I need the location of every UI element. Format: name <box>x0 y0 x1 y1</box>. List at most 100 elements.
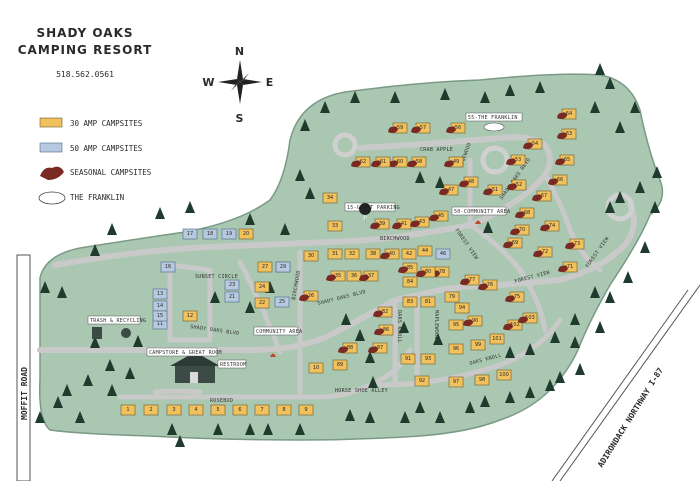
campsite-82[interactable]: 82 <box>373 306 393 318</box>
campsite-101[interactable]: 101 <box>489 333 505 345</box>
campsite-43[interactable]: 43 <box>410 216 430 228</box>
campsite-40[interactable]: 40 <box>380 248 400 260</box>
campsite-97[interactable]: 97 <box>448 376 464 388</box>
campsite-44[interactable]: 44 <box>417 245 433 257</box>
campsite-85[interactable]: 85 <box>398 262 418 274</box>
campsite-52[interactable]: 52 <box>507 179 527 191</box>
campsite-81[interactable]: 81 <box>420 296 436 308</box>
campsite-103[interactable]: 103 <box>518 312 538 324</box>
campsite-4[interactable]: 4 <box>188 404 204 416</box>
seasonal-leaf-icon <box>370 222 380 230</box>
campsite-54[interactable]: 54 <box>523 138 543 150</box>
campsite-46[interactable]: 46 <box>435 248 451 260</box>
campsite-21[interactable]: 21 <box>224 291 240 303</box>
campsite-66[interactable]: 66 <box>548 174 568 186</box>
campsite-100[interactable]: 100 <box>496 369 512 381</box>
campsite-10[interactable]: 10 <box>308 362 324 374</box>
campsite-25[interactable]: 25 <box>274 296 290 308</box>
campsite-89[interactable]: 89 <box>332 359 348 371</box>
campsite-42[interactable]: 42 <box>401 248 417 260</box>
campsite-number: 29 <box>280 264 286 270</box>
campsite-63[interactable]: 63 <box>557 128 577 140</box>
campsite-26[interactable]: 26 <box>299 290 319 302</box>
campsite-51[interactable]: 51 <box>483 184 503 196</box>
tree-icon <box>90 336 100 348</box>
campsite-29[interactable]: 29 <box>275 261 291 273</box>
campsite-35[interactable]: 35 <box>326 270 346 282</box>
campsite-30[interactable]: 30 <box>303 250 319 262</box>
campsite-68[interactable]: 68 <box>515 207 535 219</box>
campsite-20[interactable]: 20 <box>238 228 254 240</box>
campsite-17[interactable]: 17 <box>182 228 198 240</box>
campsite-75[interactable]: 75 <box>505 291 525 303</box>
campsite-65[interactable]: 65 <box>555 154 575 166</box>
campsite-91[interactable]: 91 <box>400 353 416 365</box>
campsite-99[interactable]: 99 <box>470 339 486 351</box>
campsite-90[interactable]: 90 <box>463 315 483 327</box>
campsite-8[interactable]: 8 <box>276 404 292 416</box>
campsite-13[interactable]: 13 <box>152 288 168 300</box>
campsite-58[interactable]: 58 <box>407 156 427 168</box>
campsite-2[interactable]: 2 <box>143 404 159 416</box>
campsite-83[interactable]: 83 <box>402 296 418 308</box>
campsite-56[interactable]: 56 <box>446 122 466 134</box>
campsite-76[interactable]: 76 <box>478 279 498 291</box>
campsite-71[interactable]: 71 <box>558 261 578 273</box>
campsite-92[interactable]: 92 <box>414 375 430 387</box>
campsite-98[interactable]: 98 <box>474 374 490 386</box>
campsite-12[interactable]: 12 <box>182 310 198 322</box>
campsite-62[interactable]: 62 <box>351 156 371 168</box>
campsite-38[interactable]: 38 <box>365 248 381 260</box>
campsite-59[interactable]: 59 <box>388 122 408 134</box>
campsite-60[interactable]: 60 <box>388 156 408 168</box>
campsite-34[interactable]: 34 <box>322 192 338 204</box>
campsite-53[interactable]: 53 <box>506 154 526 166</box>
campsite-22[interactable]: 22 <box>254 297 270 309</box>
campsite-9[interactable]: 9 <box>298 404 314 416</box>
campsite-36[interactable]: 36 <box>346 270 362 282</box>
campsite-16[interactable]: 16 <box>160 261 176 273</box>
campsite-94[interactable]: 94 <box>454 302 470 314</box>
campsite-45[interactable]: 45 <box>429 210 449 222</box>
campsite-5[interactable]: 5 <box>210 404 226 416</box>
campsite-23[interactable]: 23 <box>224 279 240 291</box>
campsite-61[interactable]: 61 <box>371 156 391 168</box>
campsite-64[interactable]: 64 <box>557 108 577 120</box>
campsite-1[interactable]: 1 <box>120 404 136 416</box>
campsite-32[interactable]: 32 <box>344 248 360 260</box>
campsite-73[interactable]: 73 <box>565 238 585 250</box>
campsite-80[interactable]: 80 <box>416 266 436 278</box>
campsite-3[interactable]: 3 <box>166 404 182 416</box>
campsite-96[interactable]: 96 <box>448 343 464 355</box>
campsite-37[interactable]: 37 <box>359 270 379 282</box>
campsite-49[interactable]: 49 <box>444 156 464 168</box>
campsite-69[interactable]: 69 <box>503 237 523 249</box>
campsite-84[interactable]: 84 <box>402 276 418 288</box>
campsite-74[interactable]: 74 <box>540 220 560 232</box>
campsite-67[interactable]: 67 <box>532 190 552 202</box>
campsite-102[interactable]: 102 <box>503 319 523 331</box>
campsite-70[interactable]: 70 <box>510 224 530 236</box>
campsite-93[interactable]: 93 <box>420 353 436 365</box>
campsite-31[interactable]: 31 <box>327 248 343 260</box>
campsite-88[interactable]: 88 <box>338 342 358 354</box>
campsite-7[interactable]: 7 <box>254 404 270 416</box>
campsite-72[interactable]: 72 <box>533 246 553 258</box>
campsite-33[interactable]: 33 <box>327 220 343 232</box>
campsite-18[interactable]: 18 <box>202 228 218 240</box>
campsite-86[interactable]: 86 <box>374 324 394 336</box>
campsite-77[interactable]: 77 <box>460 274 480 286</box>
campsite-48[interactable]: 48 <box>459 176 479 188</box>
campsite-19[interactable]: 19 <box>221 228 237 240</box>
campsite-57[interactable]: 57 <box>411 122 431 134</box>
campsite-87[interactable]: 87 <box>368 342 388 354</box>
campsite-24[interactable]: 24 <box>254 281 270 293</box>
campsite-47[interactable]: 47 <box>439 184 459 196</box>
campsite-95[interactable]: 95 <box>448 319 464 331</box>
campsite-27[interactable]: 27 <box>257 261 273 273</box>
campsite-39[interactable]: 39 <box>370 218 390 230</box>
campsite-6[interactable]: 6 <box>232 404 248 416</box>
campsite-15[interactable]: 15 <box>152 310 168 322</box>
campsite-79[interactable]: 79 <box>444 291 460 303</box>
campsite-14[interactable]: 14 <box>152 300 168 312</box>
